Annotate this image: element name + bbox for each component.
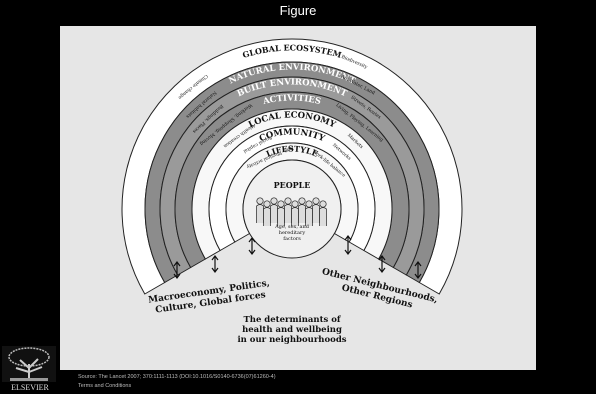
terms-link[interactable]: Terms and Conditions bbox=[78, 383, 132, 389]
lifestyle-ring-label: LIFESTYLE bbox=[264, 143, 319, 158]
center-subtitle-line: factors bbox=[283, 236, 301, 242]
influence-arrow bbox=[173, 261, 181, 279]
footer: Source: The Lancet 2007; 370:1111-1113 (… bbox=[78, 373, 276, 391]
influence-arrow bbox=[344, 235, 352, 255]
center-subtitle-line: Age, sex, and bbox=[274, 224, 310, 230]
elsevier-logo[interactable]: ELSEVIER bbox=[2, 346, 56, 392]
people-figures-icon bbox=[256, 197, 327, 226]
influence-arrow bbox=[378, 255, 386, 273]
figure-caption: health and wellbeing bbox=[242, 325, 342, 335]
figure-caption: The determinants of bbox=[243, 315, 341, 325]
figure-caption: in our neighbourhoods bbox=[237, 335, 346, 345]
influence-arrow bbox=[414, 261, 422, 279]
center-subtitle-line: hereditary bbox=[279, 230, 306, 236]
influence-arrow bbox=[211, 255, 219, 273]
influence-arrow bbox=[248, 237, 256, 255]
source-citation: Source: The Lancet 2007; 370:1111-1113 (… bbox=[78, 374, 276, 380]
people-label: PEOPLE bbox=[274, 180, 311, 190]
publisher-name: ELSEVIER bbox=[11, 383, 49, 392]
figure-title: Figure bbox=[0, 0, 596, 22]
